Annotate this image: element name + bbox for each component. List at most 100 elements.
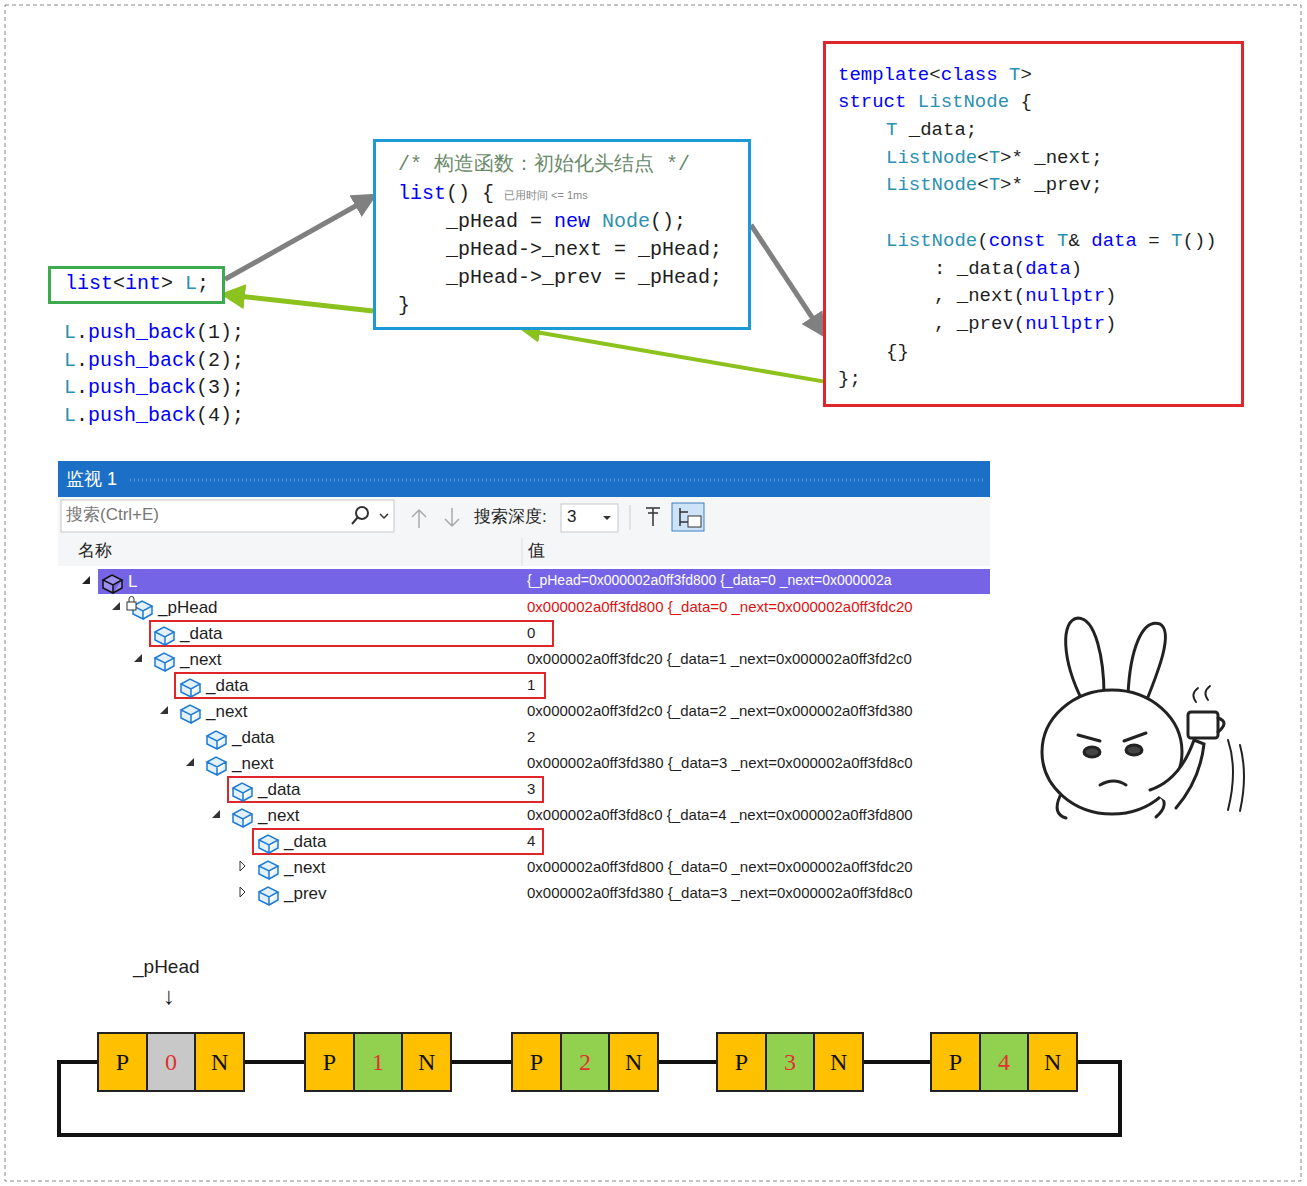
watch-value: {_pHead=0x000002a0ff3fd800 {_data=0 _nex… — [527, 572, 891, 589]
code-token: T — [989, 174, 1000, 196]
expand-triangle — [134, 654, 142, 662]
code-token: _next — [1034, 147, 1091, 169]
code-token: _data — [957, 258, 1014, 280]
code-token: _pHead — [638, 238, 710, 261]
rabbit-ear — [1066, 618, 1104, 700]
value-icon — [181, 705, 200, 723]
pointer-letter: N — [211, 1049, 228, 1076]
pointer-letter: P — [116, 1049, 129, 1076]
code-line: ListNode(const T& data = T()) — [886, 230, 1217, 253]
rabbit-arm — [1150, 740, 1204, 808]
connector — [524, 330, 823, 381]
watch-name: _data — [284, 832, 327, 852]
code-line: {} — [886, 341, 909, 364]
rows-ground — [58, 566, 990, 908]
code-token: L — [64, 349, 76, 372]
code-token: = — [602, 266, 638, 289]
watch-panel — [58, 461, 990, 908]
code-token: L — [185, 272, 197, 295]
code-token: < — [113, 272, 125, 295]
watch-value: 1 — [527, 676, 535, 694]
code-token: _prev — [957, 313, 1014, 335]
pointer-cell: P — [930, 1032, 981, 1092]
value-icon — [207, 731, 226, 749]
header-row — [58, 538, 990, 566]
code-token: class — [941, 64, 998, 86]
cup-handle — [1218, 718, 1224, 732]
watch-name: _data — [258, 780, 301, 800]
code-token: > — [161, 272, 185, 295]
code-token: , — [934, 313, 957, 335]
row-icons — [82, 575, 278, 905]
code-line: _pHead->_next = _pHead; — [446, 238, 722, 262]
code-token: ) — [1071, 258, 1082, 280]
code-token: }; — [838, 368, 861, 390]
watch-value: 0x000002a0ff3fd800 {_data=0 _next=0x0000… — [527, 858, 913, 876]
code-token: ; — [710, 266, 722, 289]
code-token: ListNode — [918, 91, 1009, 113]
watch-value: 0x000002a0ff3fd380 {_data=3 _next=0x0000… — [527, 884, 913, 902]
code-box: template<class T> struct ListNode { T _dat… — [823, 41, 1244, 407]
watch-value: 2 — [527, 728, 535, 746]
rabbit-brow — [1078, 733, 1146, 741]
code-token: const — [989, 230, 1046, 252]
pointer-cell: P — [97, 1032, 148, 1092]
connector — [225, 295, 373, 311]
watch-value: 0x000002a0ff3fd2c0 {_data=2 _next=0x0000… — [527, 702, 913, 720]
code-line: template<class T> — [838, 64, 1032, 87]
connector — [864, 1060, 930, 1064]
data-cell: 2 — [562, 1032, 611, 1092]
value-icon — [233, 809, 252, 827]
pointer-letter: P — [323, 1049, 336, 1076]
watch-name: _next — [284, 858, 326, 878]
watch-name: _next — [206, 702, 248, 722]
code-token: _prev — [542, 266, 602, 289]
watch-value: 0x000002a0ff3fd8c0 {_data=4 _next=0x0000… — [527, 806, 913, 824]
code-line: struct ListNode { — [838, 91, 1032, 114]
code-token: ( — [1014, 313, 1025, 335]
pointer-letter: N — [625, 1049, 642, 1076]
watch-value: 3 — [527, 780, 535, 798]
code-box: /* 构造函数：初始化头结点 */list() {已用时间 <= 1ms_pHe… — [373, 139, 751, 330]
coffee-cup — [1188, 712, 1218, 738]
search-icon — [352, 517, 358, 524]
list-node: P3N — [716, 1032, 864, 1092]
connector — [452, 1060, 511, 1064]
watch-name: L — [128, 572, 137, 592]
code-token: & — [1068, 230, 1091, 252]
data-cell: 1 — [355, 1032, 404, 1092]
code-line: }; — [838, 368, 861, 391]
code-token: ( — [977, 230, 988, 252]
code-line: : _data(data) — [934, 258, 1082, 281]
pointer-letter: P — [530, 1049, 543, 1076]
code-token: . — [76, 376, 88, 399]
code-token: T — [1171, 230, 1182, 252]
code-token: L — [64, 376, 76, 399]
code-token — [906, 91, 917, 113]
rabbit-eye — [1126, 745, 1142, 755]
code-token: , — [934, 285, 957, 307]
code-token — [897, 119, 908, 141]
pointer-cell: N — [403, 1032, 452, 1092]
pointer-letter: N — [1044, 1049, 1061, 1076]
data-value: 3 — [784, 1049, 796, 1076]
code-token: template — [838, 64, 929, 86]
code-token: . — [76, 404, 88, 427]
rabbit-chair — [1228, 740, 1244, 811]
code-token: ListNode — [886, 230, 977, 252]
code-token: (2); — [196, 349, 244, 372]
code-line: , _prev(nullptr) — [934, 313, 1116, 336]
panel-ground — [58, 461, 990, 908]
dropdown-arrow — [380, 514, 388, 518]
code-token: () { — [446, 182, 494, 205]
code-token: >* — [1000, 174, 1034, 196]
code-token: ListNode — [886, 147, 977, 169]
code-line: _pHead = new Node(); — [446, 210, 686, 234]
list-node: P4N — [930, 1032, 1078, 1092]
code-line: L.push_back(3); — [64, 376, 244, 400]
code-token: push_back — [88, 404, 196, 427]
column-divider — [522, 538, 523, 566]
value-icon — [259, 835, 278, 853]
watch-name: _pHead — [158, 598, 218, 618]
code-token: . — [76, 321, 88, 344]
